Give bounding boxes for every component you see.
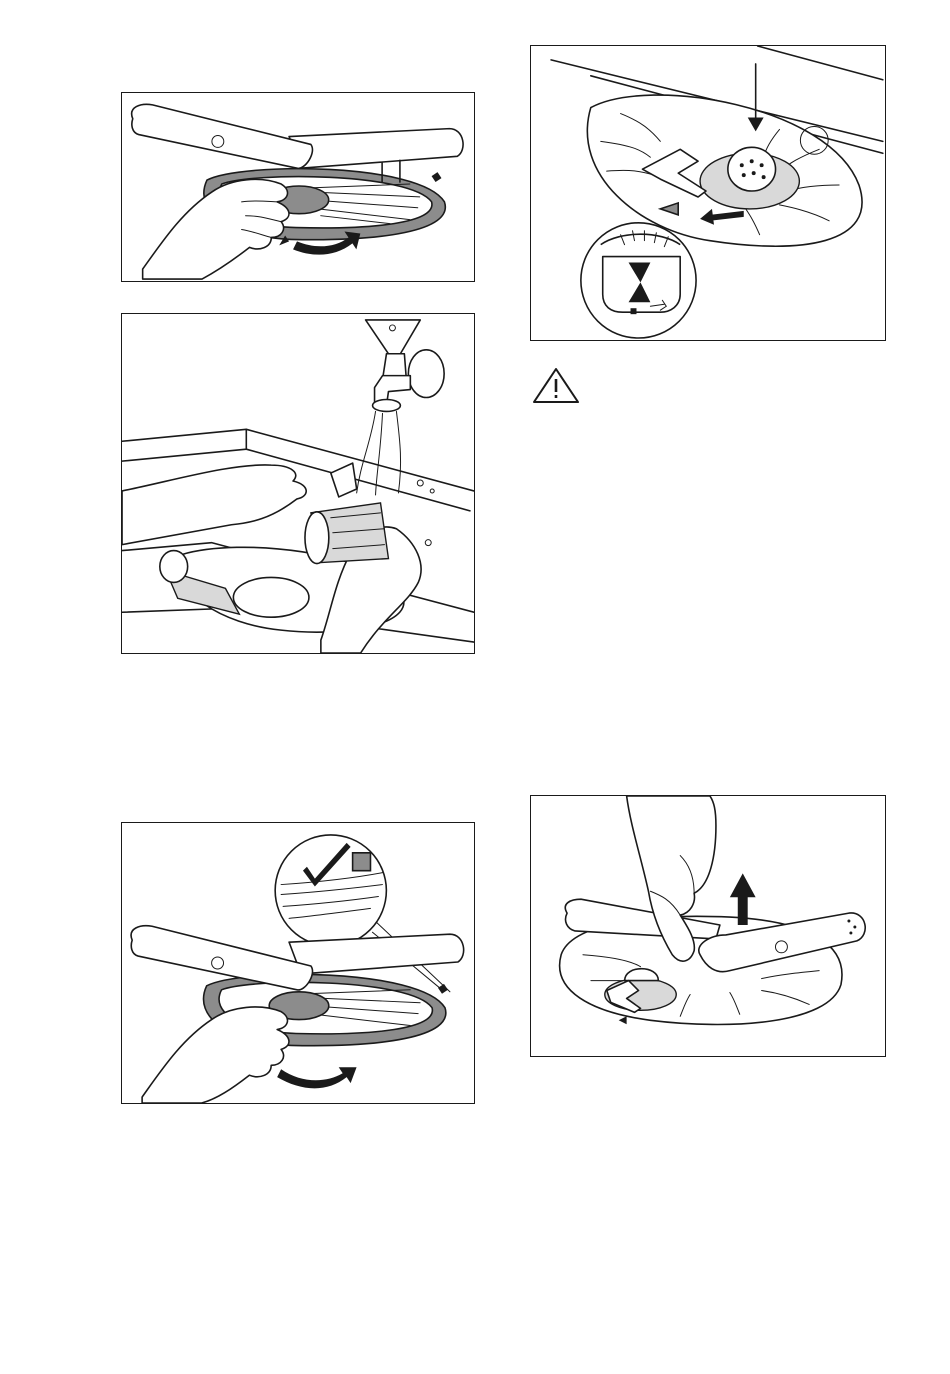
figure-remove-filter bbox=[121, 92, 475, 282]
lock-filter-illustration bbox=[531, 46, 885, 340]
warning-triangle-icon bbox=[531, 366, 581, 404]
figure-lock-filter bbox=[530, 45, 886, 341]
clean-filter-illustration bbox=[122, 314, 474, 653]
figure-install-filter bbox=[121, 822, 475, 1104]
install-filter-illustration bbox=[122, 823, 474, 1103]
figure-remove-spray-arm bbox=[530, 795, 886, 1057]
remove-spray-arm-illustration bbox=[531, 796, 885, 1056]
remove-filter-illustration bbox=[122, 93, 474, 281]
figure-clean-filter bbox=[121, 313, 475, 654]
